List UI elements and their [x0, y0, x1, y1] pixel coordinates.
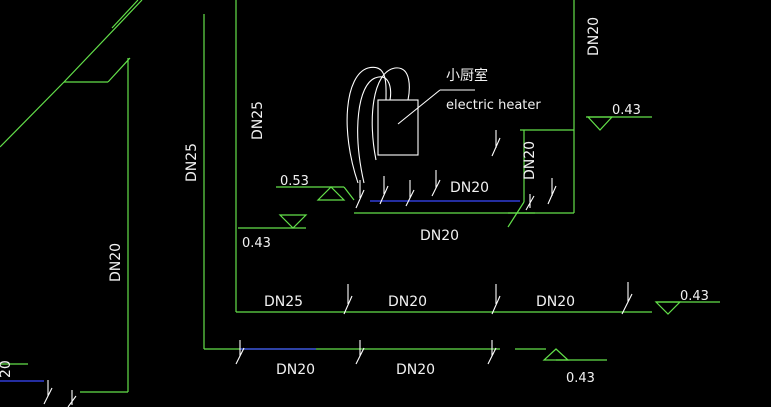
heater-box: [377, 99, 419, 156]
diagonal-pipe-lower: [0, 81, 65, 148]
dn20-bottom-left-label: DN20: [276, 362, 315, 378]
upper-branch-slope: [343, 186, 355, 201]
dn20-left-riser-label: DN20: [108, 243, 124, 282]
elevation-right-upper: 0.43: [612, 103, 641, 118]
blue-segments: [0, 200, 520, 382]
heater-hose-right: [371, 67, 410, 161]
dn20-top-right-label: DN20: [586, 17, 602, 56]
valve-room-4: [431, 170, 441, 197]
dn20-bottom-mid-label: DN20: [396, 362, 435, 378]
elevation-room-lower: 0.43: [242, 236, 271, 251]
valve-bottom-2: [355, 340, 365, 365]
dn20-lower-branch-label: DN20: [420, 228, 459, 244]
valve-bottom-left-2: [67, 390, 77, 407]
dn20-upper-branch-label: DN20: [450, 180, 489, 196]
valve-room-5: [547, 178, 557, 205]
dn25-main-label: DN25: [264, 294, 303, 310]
valve-main-3: [621, 282, 633, 315]
valve-room-3: [405, 180, 415, 207]
text-labels: 小厨室 electric heater DN20 DN25 DN25 DN20 …: [0, 17, 709, 386]
valve-bottom-left-1: [43, 380, 53, 405]
dn20-cut-label: 20: [0, 360, 14, 378]
elevation-main-right: 0.43: [680, 289, 709, 304]
dn20-vertical-branch-label: DN20: [522, 141, 538, 180]
vertical-branch-tail: [507, 201, 525, 228]
pipe-network: [0, 0, 720, 393]
dn20-main-mid-label: DN20: [388, 294, 427, 310]
valve-room-6: [491, 130, 501, 157]
pipe-stub-slant: [107, 57, 131, 83]
diagonal-pipe-short: [111, 0, 139, 29]
elevation-markers: [278, 116, 682, 361]
elevation-room-upper: 0.53: [280, 174, 309, 189]
room-name-label: 小厨室: [446, 67, 488, 84]
dn25-riser-label: DN25: [184, 143, 200, 182]
electric-heater-symbol: [346, 66, 475, 184]
elev-triangle-right-upper: [586, 116, 614, 131]
elev-triangle-room-upper: [316, 186, 346, 201]
heater-hose-inner: [357, 76, 392, 184]
dn25-room-left-label: DN25: [250, 101, 266, 140]
valve-bottom-3: [487, 340, 497, 365]
valve-main-1: [343, 284, 353, 315]
elev-triangle-bottom-right: [542, 348, 570, 361]
heater-hose-outer: [346, 66, 387, 184]
heater-leader-diag: [397, 89, 441, 125]
dn20-main-right-label: DN20: [536, 294, 575, 310]
valve-room-2: [379, 176, 389, 205]
heater-label: electric heater: [446, 98, 541, 113]
elev-triangle-main-right: [654, 301, 682, 315]
valve-main-2: [491, 284, 501, 315]
elev-triangle-room-lower: [278, 214, 308, 229]
elevation-bottom-right: 0.43: [566, 371, 595, 386]
valve-room-7: [525, 194, 535, 211]
valve-room-1: [355, 180, 365, 209]
diagonal-pipe-upper: [63, 0, 143, 83]
valve-fittings: [43, 130, 633, 407]
valve-bottom-1: [235, 340, 245, 365]
